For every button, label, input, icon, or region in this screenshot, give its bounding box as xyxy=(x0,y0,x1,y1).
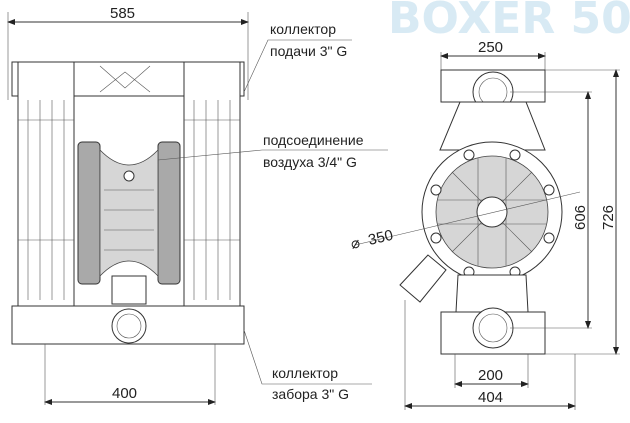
front-view: 585 400 xyxy=(7,5,388,405)
center-pipe xyxy=(111,275,147,305)
left-diaphragm-chamber xyxy=(77,141,101,285)
discharge-label-line2: подачи 3" G xyxy=(270,43,347,59)
diameter-symbol: ⌀ xyxy=(349,234,362,253)
dimension-200: 200 xyxy=(478,367,503,384)
watermark: BOXER 503 xyxy=(388,0,630,44)
right-column xyxy=(183,61,241,345)
suction-label-line2: забора 3" G xyxy=(272,386,349,402)
center-block xyxy=(99,149,159,277)
dimension-diameter-350: 350 xyxy=(367,227,395,249)
dimension-250: 250 xyxy=(478,39,503,56)
dimension-726: 726 xyxy=(600,205,617,230)
air-inlet xyxy=(123,170,135,182)
suction-label-line1: коллектор xyxy=(272,365,338,381)
right-diaphragm-chamber xyxy=(157,141,181,285)
dimension-585: 585 xyxy=(110,5,135,22)
dimension-606: 606 xyxy=(572,205,589,230)
dimension-404: 404 xyxy=(478,389,503,406)
side-port xyxy=(399,254,447,303)
discharge-label-line1: коллектор xyxy=(270,21,336,37)
left-column xyxy=(17,61,75,345)
air-label-line2: воздуха 3/4" G xyxy=(263,154,357,170)
dimension-400: 400 xyxy=(112,385,137,402)
side-view: 250 200 404 xyxy=(349,39,620,410)
air-label-line1: подсоединение xyxy=(263,132,364,148)
